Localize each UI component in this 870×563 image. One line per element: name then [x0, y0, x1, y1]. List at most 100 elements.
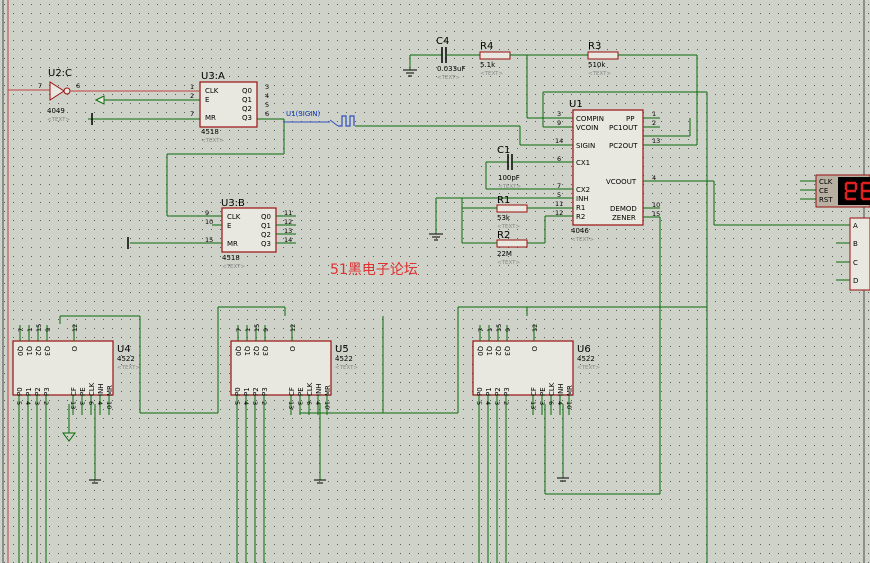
u3b-pinno-9: 9 [205, 209, 209, 217]
decoder-block[interactable]: A B C D [836, 217, 870, 291]
u1-pinno-3: 3 [557, 110, 561, 118]
counter-pin-bottom-name: CLK [548, 382, 556, 396]
counter-pin-top-num: 7 [477, 328, 485, 332]
counter-pin-bottom-num: 4 [314, 401, 322, 405]
u3a-ref: U3:A [201, 71, 225, 82]
display-pin-clk: CLK [819, 178, 833, 186]
u1-pinno-4: 4 [652, 174, 656, 182]
counter-pin-bottom-name: INH [315, 383, 323, 396]
counter-type: 4522 [335, 355, 353, 363]
c4-value: 0.033uF [437, 65, 466, 73]
counter-pin-bottom-num: 4 [96, 401, 104, 405]
counter-pin-bottom-name: P1 [25, 387, 33, 396]
counter-pin-bottom-num: 10 [565, 401, 573, 409]
counter-pin-bottom-num: 10 [323, 401, 331, 409]
counter-placeholder: <TEXT> [117, 365, 140, 371]
counter-pin-bottom-name: CF [530, 387, 538, 396]
counter-pin-top-num: 9 [504, 328, 512, 332]
c4-capacitor[interactable]: C4 0.033uF <TEXT> [410, 36, 480, 81]
u3a-pinno-5: 5 [265, 101, 269, 109]
decoder-pin-a: A [853, 222, 858, 230]
u1-pin-pp: PP [626, 115, 634, 123]
r2-ref: R2 [497, 230, 510, 241]
counter-pin-top-name: O [530, 346, 538, 352]
counter-pin-top-name: Q1 [243, 346, 251, 356]
u1-chip[interactable]: U1 COMPIN VCOIN SIGIN CX1 CX2 INH R1 R2 … [555, 99, 660, 243]
u1-pinno-14: 14 [555, 137, 563, 145]
counter-pin-bottom-num: 3 [493, 401, 501, 405]
counter-ref: U6 [577, 344, 591, 355]
counter-type: 4522 [577, 355, 595, 363]
counter-pin-bottom-num: 13 [69, 401, 77, 409]
display-pin-ce: CE [819, 187, 828, 195]
counter-chip-u4[interactable]: U44522<TEXT>Q07Q11Q215Q39O12P05P14P23P32… [12, 324, 140, 563]
counter-pin-bottom-name: P1 [243, 387, 251, 396]
counter-pin-bottom-num: 3 [538, 401, 546, 405]
counter-pin-bottom-name: MR [566, 385, 574, 396]
ground-symbols [62, 404, 569, 484]
counter-ref: U4 [117, 344, 131, 355]
u3a-pin-clk: CLK [205, 87, 219, 95]
counter-pin-top-name: Q3 [43, 346, 51, 356]
counter-chip-u6[interactable]: U64522<TEXT>Q07Q11Q215Q39O12P05P14P23P32… [472, 324, 600, 563]
counter-pin-top-name: Q1 [25, 346, 33, 356]
u3b-pinno-11: 11 [284, 209, 292, 217]
counter-pin-bottom-name: INH [557, 383, 565, 396]
u3b-ref: U3:B [221, 198, 245, 209]
u1-type: 4046 [571, 227, 589, 235]
r1-placeholder: <TEXT> [497, 224, 520, 230]
counter-pin-bottom-name: MR [106, 385, 114, 396]
decoder-pin-b: B [853, 240, 858, 248]
counter-pin-top-name: Q0 [16, 346, 24, 356]
u2c-inverter[interactable]: U2:C 7 6 4049 <TEXT> [8, 68, 86, 123]
u1-pin-pc1out: PC1OUT [609, 124, 638, 132]
u2c-pin-in: 7 [38, 82, 42, 90]
counter-chip-u5[interactable]: U54522<TEXT>Q07Q11Q215Q39O12P05P14P23P32… [230, 324, 358, 563]
u1-pin-vcoout: VCOOUT [606, 178, 637, 186]
u3a-pin-q3: Q3 [242, 114, 252, 122]
counter-pin-top-name: Q2 [494, 346, 502, 356]
signal-generator-icon[interactable] [338, 115, 355, 127]
u1-pinno-5: 5 [557, 191, 561, 199]
u3a-pinno-6: 6 [265, 110, 269, 118]
u1-pin-r1: R1 [576, 204, 585, 212]
counter-pin-top-name: O [70, 346, 78, 352]
seven-seg-display[interactable]: CLK CE RST [800, 174, 870, 208]
c1-capacitor[interactable]: C1 100pF <TEXT> [497, 145, 573, 190]
counter-type: 4522 [117, 355, 135, 363]
decoder-pin-d: D [853, 277, 858, 285]
counter-pin-bottom-name: P3 [261, 387, 269, 396]
counter-pin-bottom-name: PE [539, 387, 547, 396]
u3b-chip[interactable]: U3:B CLK E MR Q0 Q1 Q2 Q3 9 10 15 11 12 … [205, 198, 292, 270]
counter-pin-top-name: O [288, 346, 296, 352]
u2c-type: 4049 [47, 107, 65, 115]
counter-pin-bottom-num: 6 [87, 401, 95, 405]
counter-pin-top-num: 1 [486, 328, 494, 332]
u3a-chip[interactable]: U3:A CLK E MR Q0 Q1 Q2 Q3 1 2 7 3 4 5 6 … [190, 71, 269, 144]
counter-pin-top-num: 7 [17, 328, 25, 332]
u1-pinno-1: 1 [652, 110, 656, 118]
u3b-pin-mr: MR [227, 240, 238, 248]
u1-pinno-15: 15 [652, 210, 660, 218]
watermark-text: 51黑电子论坛 [330, 262, 418, 278]
u1-pin-pc2out: PC2OUT [609, 142, 638, 150]
counter-pin-top-name: Q2 [34, 346, 42, 356]
u3b-pin-e: E [227, 222, 231, 230]
counter-pin-bottom-num: 5 [233, 401, 241, 405]
u1-pinno-2: 2 [652, 119, 656, 127]
counter-pin-bottom-num: 4 [24, 401, 32, 405]
u1-pinno-7: 7 [557, 182, 561, 190]
u3b-pin-clk: CLK [227, 213, 241, 221]
r4-ref: R4 [480, 41, 493, 52]
counter-pin-top-num: 15 [253, 324, 261, 332]
counter-pin-top-num: 15 [495, 324, 503, 332]
counter-pin-bottom-name: P1 [485, 387, 493, 396]
counter-pin-bottom-num: 2 [502, 401, 510, 405]
u1-placeholder: <TEXT> [571, 237, 594, 243]
counter-pin-top-num: 12 [289, 324, 297, 332]
c1-placeholder: <TEXT> [498, 184, 521, 190]
u1-pinno-12: 12 [555, 209, 563, 217]
counter-pin-top-num: 12 [531, 324, 539, 332]
counter-pin-bottom-name: P2 [252, 387, 260, 396]
